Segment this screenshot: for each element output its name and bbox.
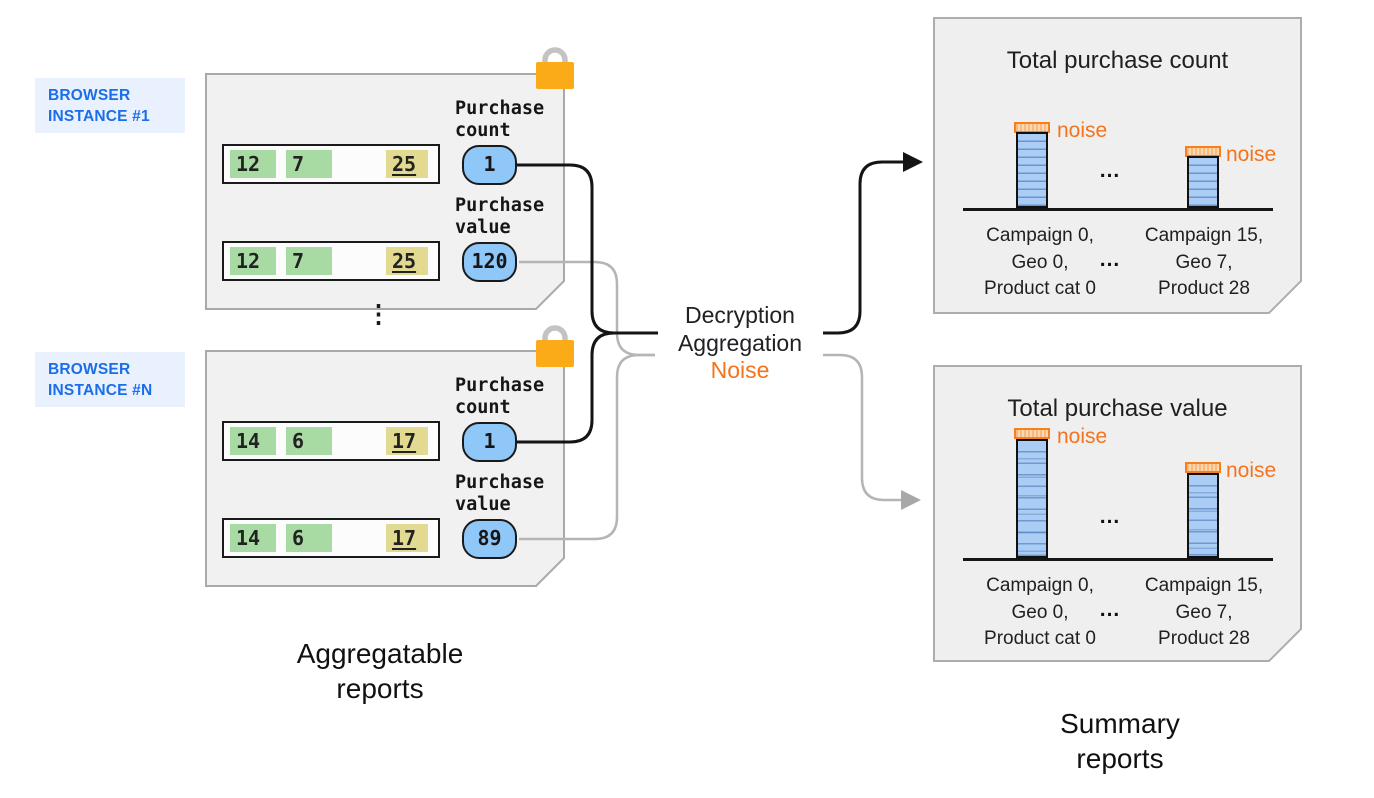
purchase-count-label: Purchase count — [455, 98, 544, 141]
x-label-line: Product 28 — [1158, 628, 1250, 649]
chart-ellipsis: ... — [1099, 159, 1121, 182]
x-axis-label-group: Campaign 15, Geo 7, Product 28 — [1123, 573, 1285, 653]
label-line: count — [455, 396, 511, 418]
aggregatable-reports-caption: Aggregatable reports — [230, 636, 530, 706]
encrypted-histogram-row: 14 6 17 — [222, 518, 440, 558]
x-axis-label-group: Campaign 0, Geo 0, Product cat 0 — [959, 223, 1121, 303]
caption-line: Summary — [1060, 708, 1180, 739]
label-line: value — [455, 493, 511, 515]
caption-line: reports — [1076, 743, 1164, 774]
purchase-value-label: Purchase value — [455, 195, 544, 238]
label-line: count — [455, 119, 511, 141]
bucket-cell: 14 — [230, 427, 276, 455]
purchase-value-label: Purchase value — [455, 472, 544, 515]
x-axis-label-group: Campaign 15, Geo 7, Product 28 — [1123, 223, 1285, 303]
bucket-cell: 12 — [230, 247, 276, 275]
noise-annotation: noise — [1057, 425, 1108, 448]
x-label-line: Geo 0, — [1011, 601, 1069, 623]
summary-panel-value: Total purchase value noise ... noise Cam… — [933, 365, 1302, 662]
browser-instance-n-tag: BROWSER INSTANCE #N — [35, 352, 185, 407]
noise-annotation: noise — [1057, 119, 1108, 142]
labels-ellipsis: ... — [1099, 598, 1121, 621]
x-label-line: Product cat 0 — [984, 278, 1096, 299]
label-line: Purchase — [455, 195, 545, 216]
x-label-line: Product 28 — [1158, 278, 1250, 299]
bucket-cell-highlighted: 25 — [386, 247, 428, 275]
noise-cap — [1014, 428, 1050, 439]
bucket-cell-highlighted: 17 — [386, 427, 428, 455]
browser-instance-1-tag: BROWSER INSTANCE #1 — [35, 78, 185, 133]
x-label-line: Geo 7, — [1175, 251, 1233, 273]
instance-name-line: INSTANCE #1 — [48, 108, 150, 125]
labels-ellipsis: ... — [1099, 248, 1121, 271]
count-connector-lines — [517, 160, 903, 444]
x-label-line: Product cat 0 — [984, 628, 1096, 649]
noise-annotation: noise — [1226, 143, 1277, 166]
label-line: Purchase — [455, 98, 545, 119]
label-line: value — [455, 216, 511, 238]
encrypted-histogram-row: 12 7 25 — [222, 144, 440, 184]
value-connector-lines — [519, 260, 901, 541]
x-label-line: Campaign 0, — [986, 575, 1094, 596]
purchase-value-bubble: 89 — [462, 519, 517, 559]
bucket-cell-highlighted: 25 — [386, 150, 428, 178]
aggregatable-report-1: Purchase count 12 7 25 1 Purchase value … — [205, 73, 565, 310]
summary-reports-caption: Summary reports — [970, 706, 1270, 776]
x-label-line: Geo 0, — [1011, 251, 1069, 273]
noise-cap — [1185, 462, 1221, 473]
instance-name-line: INSTANCE #N — [48, 382, 153, 399]
bucket-cell: 6 — [286, 427, 332, 455]
summary-panel-count: Total purchase count noise ... noise Cam… — [933, 17, 1302, 314]
process-steps-label: Decryption Aggregation Noise — [638, 302, 842, 385]
purchase-value-bubble: 120 — [462, 242, 517, 282]
encrypted-histogram-row: 14 6 17 — [222, 421, 440, 461]
process-step-noise: Noise — [710, 357, 770, 383]
x-label-line: Campaign 0, — [986, 225, 1094, 246]
aggregatable-report-n: Purchase count 14 6 17 1 Purchase value … — [205, 350, 565, 587]
label-line: Purchase — [455, 472, 545, 493]
bar-campaign-15 — [1187, 156, 1219, 208]
gray-arrowhead-icon — [901, 490, 921, 510]
more-reports-ellipsis: ⋮ — [366, 300, 391, 328]
x-axis — [963, 208, 1273, 211]
purchase-count-bubble: 1 — [462, 145, 517, 185]
summary-panel-count-bg — [933, 17, 1302, 314]
x-label-line: Campaign 15, — [1144, 225, 1264, 246]
purchase-count-label: Purchase count — [455, 375, 544, 418]
instance-name-line: BROWSER — [48, 87, 131, 104]
purchase-count-bubble: 1 — [462, 422, 517, 462]
chart-ellipsis: ... — [1099, 505, 1121, 528]
bucket-cell: 7 — [286, 150, 332, 178]
x-label-line: Campaign 15, — [1144, 575, 1264, 596]
bar-campaign-0 — [1016, 132, 1048, 208]
bucket-cell: 14 — [230, 524, 276, 552]
lock-icon — [536, 325, 574, 367]
caption-line: Aggregatable — [296, 638, 464, 669]
black-arrowhead-icon — [903, 152, 923, 172]
process-step-decryption: Decryption — [685, 302, 795, 328]
process-step-aggregation: Aggregation — [677, 329, 803, 356]
caption-line: reports — [336, 673, 424, 704]
x-label-line: Geo 7, — [1175, 601, 1233, 623]
chart-title: Total purchase count — [1006, 47, 1229, 74]
bucket-cell: 6 — [286, 524, 332, 552]
instance-name-line: BROWSER — [48, 361, 131, 378]
label-line: Purchase — [455, 375, 545, 396]
chart-title: Total purchase value — [1007, 395, 1228, 422]
lock-icon — [536, 47, 574, 89]
bar-campaign-0 — [1016, 439, 1048, 558]
bar-campaign-15 — [1187, 473, 1219, 558]
x-axis-label-group: Campaign 0, Geo 0, Product cat 0 — [959, 573, 1121, 653]
bucket-cell: 12 — [230, 150, 276, 178]
encrypted-histogram-row: 12 7 25 — [222, 241, 440, 281]
bucket-cell-highlighted: 17 — [386, 524, 428, 552]
noise-annotation: noise — [1226, 459, 1277, 482]
x-axis — [963, 558, 1273, 561]
bucket-cell: 7 — [286, 247, 332, 275]
